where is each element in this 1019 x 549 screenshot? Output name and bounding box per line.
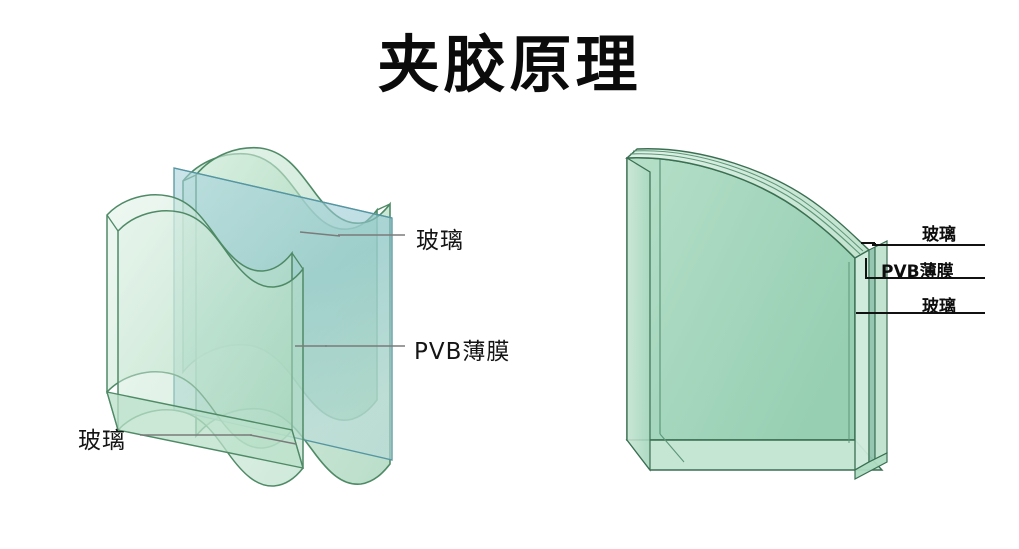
layer-front-glass [106,194,304,487]
assembled-view-group [625,148,985,480]
callout-label-assembled-glass-top: 玻璃 [922,225,956,245]
callout-label-assembled-pvb: PVB薄膜 [881,262,954,282]
callout-label-pvb-middle: PVB薄膜 [414,339,511,365]
callout-label-glass-top: 玻璃 [416,228,464,254]
page-title: 夹胶原理 [377,28,642,101]
callout-label-glass-bottom: 玻璃 [78,428,126,454]
exploded-view-group [106,146,405,487]
callout-label-assembled-glass-bottom: 玻璃 [922,297,956,317]
exploded-leader-lines [140,231,405,445]
assembled-leader-lines [856,242,985,314]
